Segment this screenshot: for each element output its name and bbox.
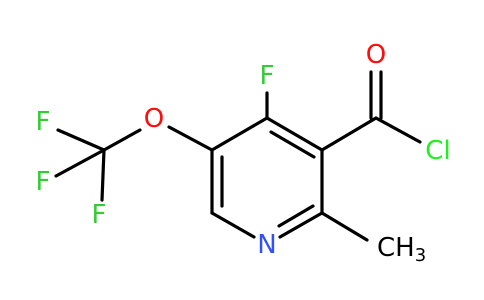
methyl-c: C — [377, 233, 395, 263]
atom-cl: Cl — [425, 136, 450, 166]
atom-f-cf3-bottom: F — [92, 200, 107, 230]
bonds — [54, 70, 422, 242]
atom-f-ring: F — [260, 61, 275, 91]
bond-c4-c3 — [265, 116, 324, 152]
atom-f-cf3-mid: F — [36, 167, 51, 197]
atom-n: N — [257, 230, 276, 260]
atom-f-cf3-top: F — [36, 107, 51, 137]
methyl-h: H — [395, 233, 415, 263]
atom-o-carbonyl: O — [366, 40, 386, 70]
bond-cf3-f-top — [56, 128, 106, 152]
atom-methyl: CH3 — [377, 233, 426, 266]
bond-c4-c3-inner — [269, 130, 316, 159]
bond-cf3-f-mid — [54, 148, 106, 178]
bond-c2-n — [278, 211, 324, 239]
bond-cf3-f-bottom — [100, 148, 106, 202]
bond-o-cf3 — [102, 128, 142, 152]
bond-c5-o — [167, 125, 214, 152]
atom-labels: F O F F F O Cl N CH3 — [36, 40, 451, 266]
bond-c2-n-inner — [277, 204, 315, 228]
bond-n-c6 — [210, 211, 256, 239]
bond-c2-methyl — [320, 211, 369, 242]
bond-carbonyl-cl — [374, 116, 422, 144]
bond-c5-c4 — [210, 116, 269, 152]
methyl-subscript: 3 — [415, 245, 426, 266]
atom-o-ether: O — [144, 104, 164, 134]
bond-c3-carbonyl — [320, 116, 378, 152]
